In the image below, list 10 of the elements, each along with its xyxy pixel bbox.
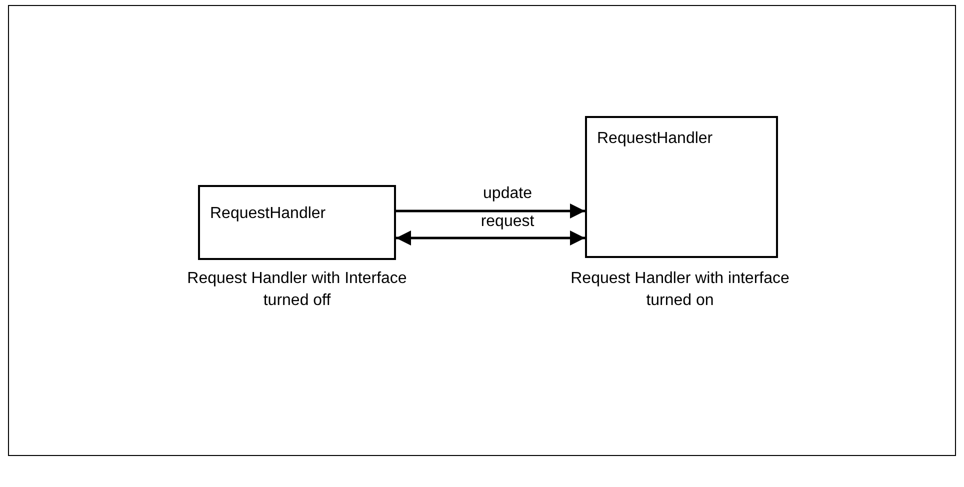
arrow	[396, 204, 585, 218]
process-box	[198, 185, 396, 260]
box-caption: Request Handler with interface turned on	[570, 269, 790, 311]
box-title: RequestHandler	[210, 205, 327, 223]
process-box	[585, 116, 778, 258]
box-caption: Request Handler with Interface turned off	[187, 269, 407, 311]
box-title: RequestHandler	[597, 130, 714, 148]
edge-label: request	[478, 214, 536, 230]
edge-label: update	[481, 186, 534, 202]
arrow	[396, 230, 585, 246]
